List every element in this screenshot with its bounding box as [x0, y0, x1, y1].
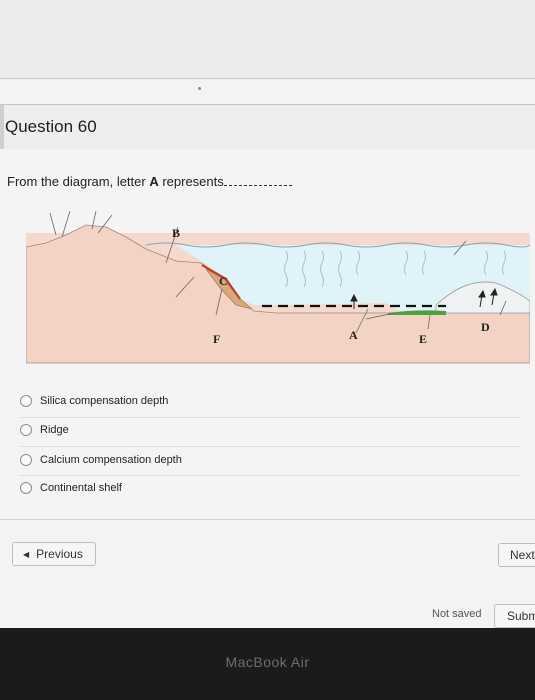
- label-e: E: [419, 332, 427, 346]
- upwelling-arrows: [350, 287, 498, 309]
- label-a: A: [349, 328, 358, 342]
- option-divider: [20, 417, 520, 418]
- settling-particles: [284, 250, 506, 288]
- slope-sediment: [205, 268, 253, 310]
- option-ridge[interactable]: Ridge: [20, 419, 69, 441]
- divider: [0, 78, 535, 79]
- label-b: B: [172, 226, 180, 240]
- option-label: Continental shelf: [40, 482, 122, 494]
- question-title: Question 60: [5, 117, 97, 136]
- option-label: Calcium compensation depth: [40, 454, 182, 466]
- label-c: C: [219, 274, 228, 288]
- radio-button[interactable]: [20, 395, 32, 407]
- browser-screen: Question 60 From the diagram, letter A r…: [0, 0, 535, 628]
- previous-button[interactable]: ◀ Previous: [12, 542, 96, 566]
- turbidity-flow: [201, 264, 241, 300]
- cursor-dot: [198, 87, 201, 90]
- option-label: Silica compensation depth: [40, 395, 169, 407]
- radio-button[interactable]: [20, 454, 32, 466]
- option-calcium[interactable]: Calcium compensation depth: [20, 449, 182, 471]
- header-strip: [0, 105, 4, 149]
- next-button[interactable]: Next: [498, 543, 535, 567]
- top-bar: [0, 0, 535, 78]
- device-label: MacBook Air: [225, 654, 310, 670]
- radio-button[interactable]: [20, 482, 32, 494]
- pointer-lines: [49, 210, 507, 334]
- label-f: F: [213, 332, 220, 346]
- prompt-bold-letter: A: [149, 174, 159, 189]
- next-label: Next: [510, 548, 535, 562]
- mid-ocean-ridge: [435, 281, 530, 314]
- radio-button[interactable]: [20, 424, 32, 436]
- green-sediment: [388, 310, 446, 315]
- submit-button[interactable]: Submit: [494, 604, 535, 628]
- chevron-left-icon: ◀: [23, 549, 30, 559]
- save-status: Not saved: [432, 608, 482, 620]
- question-header: Question 60: [0, 104, 535, 150]
- previous-label: Previous: [36, 547, 83, 561]
- option-continental-shelf[interactable]: Continental shelf: [20, 477, 122, 499]
- option-label: Ridge: [40, 424, 69, 436]
- option-silica[interactable]: Silica compensation depth: [20, 390, 168, 412]
- prompt-text: From the diagram, letter: [7, 174, 150, 189]
- question-prompt: From the diagram, letter A represents: [7, 174, 292, 189]
- ocean-water: [176, 245, 530, 315]
- continent-crust: [26, 224, 530, 364]
- ocean-floor-diagram: B C F A E D: [26, 210, 530, 364]
- submit-label: Submit: [507, 609, 535, 623]
- water-surface: [145, 242, 530, 248]
- prompt-tail: represents: [158, 174, 224, 189]
- label-d: D: [481, 320, 490, 334]
- option-divider: [20, 446, 520, 447]
- answer-blank: [223, 175, 292, 186]
- laptop-bezel: [0, 628, 535, 700]
- option-divider: [20, 475, 520, 476]
